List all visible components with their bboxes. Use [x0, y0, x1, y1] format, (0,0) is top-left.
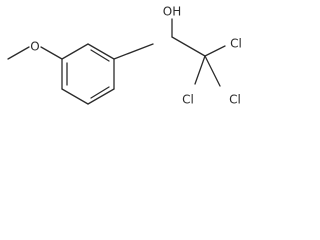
- bond-ccl3-cl-right: [204, 55, 221, 87]
- bond-ring-carbinol: [113, 43, 154, 60]
- chlorine-label-top: Cl: [230, 37, 242, 51]
- bond-ring-inner-1: [90, 49, 110, 62]
- bond-ccl3-cl-top: [204, 45, 226, 57]
- bond-ring-5: [61, 88, 89, 105]
- bond-ring-2: [87, 43, 115, 60]
- chlorine-label-left: Cl: [182, 93, 194, 107]
- bond-oxygen-ring: [40, 46, 63, 60]
- bond-methyl-oxygen: [7, 46, 30, 60]
- oxygen-label: O: [30, 40, 39, 54]
- bond-ring-4: [87, 88, 115, 105]
- bond-ring-inner-2: [90, 86, 110, 99]
- bond-ring-1: [61, 43, 89, 60]
- chlorine-label-right: Cl: [229, 93, 241, 107]
- bond-carbinol-ccl3: [171, 36, 206, 57]
- chemical-structure: O OH Cl Cl Cl: [7, 5, 242, 107]
- bond-ccl3-cl-left: [194, 55, 206, 85]
- hydroxyl-label: OH: [163, 5, 181, 19]
